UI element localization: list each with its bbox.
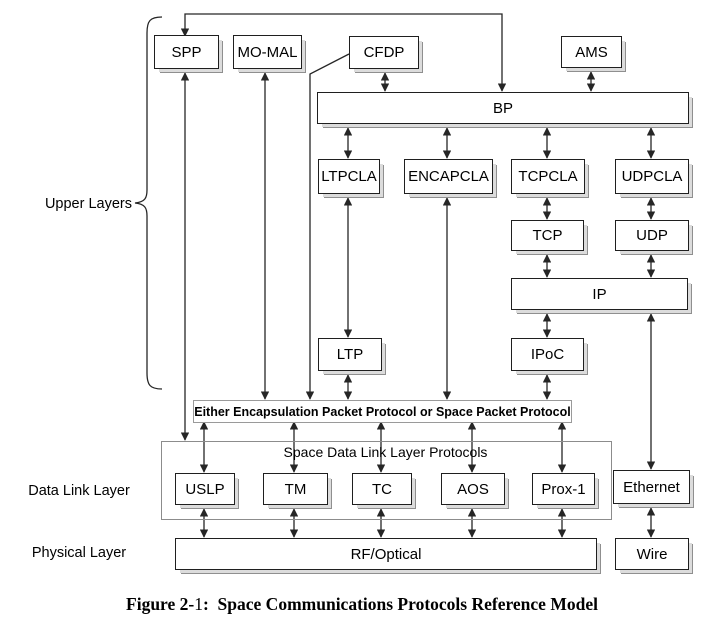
arrow-spp-bp-toproute	[180, 13, 507, 92]
figure-caption: Figure 2-1: Space Communications Protoco…	[0, 594, 724, 615]
box-aos: AOS	[441, 473, 505, 505]
box-ipoc: IPoC	[511, 338, 584, 371]
arrow-cfdp-encapbar	[305, 53, 350, 400]
box-tcpcla: TCPCLA	[511, 159, 585, 194]
box-encapcla: ENCAPCLA	[404, 159, 493, 194]
sdll-container-label: Space Data Link Layer Protocols	[283, 444, 488, 460]
box-tcp: TCP	[511, 220, 584, 251]
encapsulation-bar: Either Encapsulation Packet Protocol or …	[193, 400, 572, 423]
box-tc: TC	[352, 473, 412, 505]
figure-caption-text: : Space Communications Protocols Referen…	[202, 594, 598, 614]
box-cfdp: CFDP	[349, 36, 419, 69]
box-udp: UDP	[615, 220, 689, 251]
box-bp: BP	[317, 92, 689, 124]
box-ethernet: Ethernet	[613, 470, 690, 504]
box-ltp: LTP	[318, 338, 382, 371]
box-prox-1: Prox-1	[532, 473, 595, 505]
box-ams: AMS	[561, 36, 622, 68]
box-mo-mal: MO-MAL	[233, 35, 302, 69]
physical-layer-label: Physical Layer	[31, 545, 127, 561]
figure-caption-number: 1	[194, 594, 203, 614]
box-spp: SPP	[154, 35, 219, 69]
box-ip: IP	[511, 278, 688, 310]
brace-upper-layers	[134, 16, 163, 390]
figure-caption-prefix: Figure 2-	[126, 594, 195, 614]
box-ltpcla: LTPCLA	[318, 159, 380, 194]
sdll-container	[161, 441, 612, 520]
box-rf-optical: RF/Optical	[175, 538, 597, 570]
data-link-layer-label: Data Link Layer	[28, 483, 130, 499]
upper-layers-label: Upper Layers	[44, 196, 132, 212]
box-udpcla: UDPCLA	[615, 159, 689, 194]
box-tm: TM	[263, 473, 328, 505]
box-wire: Wire	[615, 538, 689, 570]
box-uslp: USLP	[175, 473, 235, 505]
